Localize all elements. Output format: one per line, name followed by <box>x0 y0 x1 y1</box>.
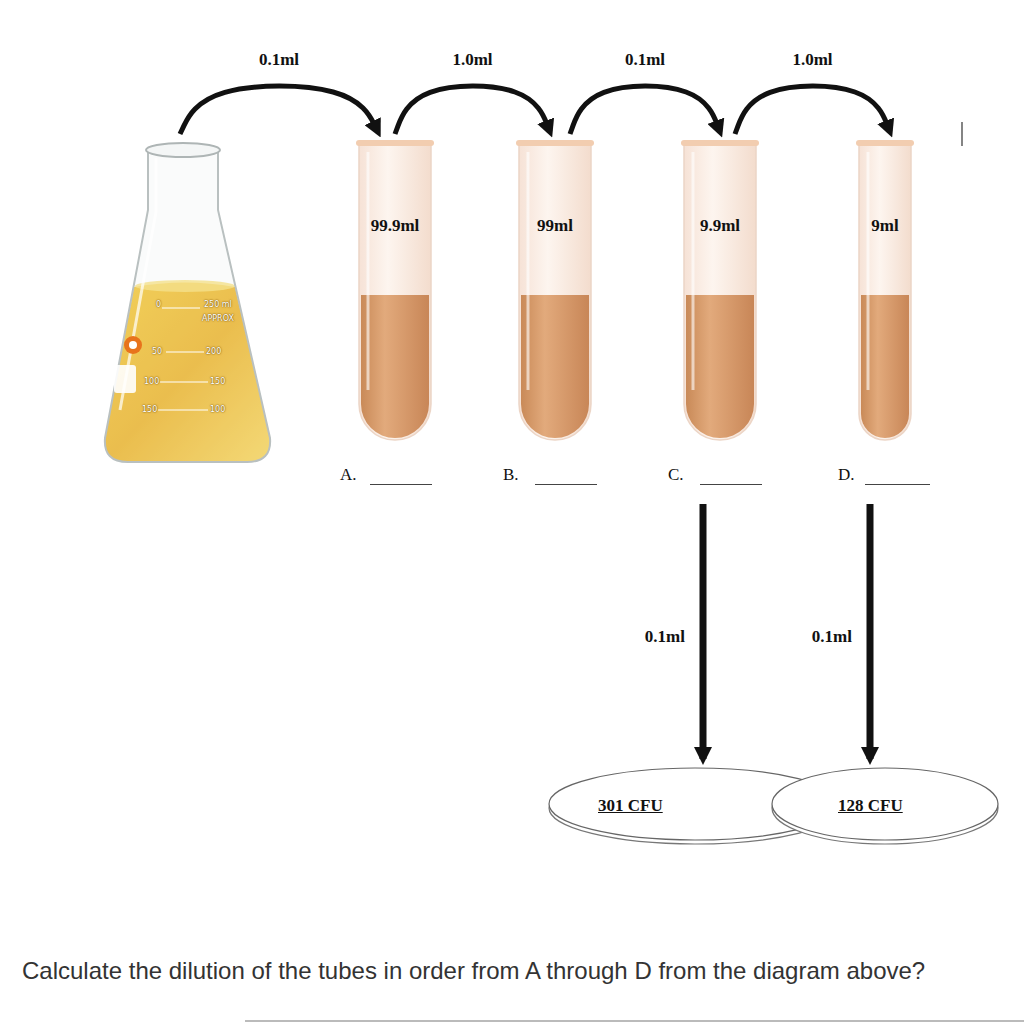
volume-transfer-label: 1.0ml <box>790 50 834 70</box>
transfer-arrow <box>735 86 890 134</box>
graduation-mark: 100 <box>210 405 225 414</box>
tube-outline <box>503 140 597 490</box>
transfer-arrow <box>180 86 378 134</box>
plating-arrow <box>700 504 707 759</box>
tube-outline <box>668 140 762 490</box>
flask-outline <box>100 140 275 465</box>
answer-blank <box>535 484 597 485</box>
flask: 0 250 ml APPROX 50 200 100 150 150 100 <box>100 140 275 465</box>
test-tube: 99.9mlA. <box>340 140 435 490</box>
volume-label: 9ml <box>855 216 915 236</box>
answer-blank <box>370 484 432 485</box>
volume-label: 99ml <box>515 216 595 236</box>
question-caption: Calculate the dilution of the tubes in o… <box>22 955 1007 987</box>
graduation-mark: 100 <box>144 377 159 386</box>
volume-transfer-label: 0.1ml <box>257 50 301 70</box>
tube-outline <box>838 140 930 490</box>
test-tube: 9.9mlC. <box>668 140 762 490</box>
graduation-mark: 250 ml <box>204 300 232 309</box>
tube-letter: A. <box>340 465 357 485</box>
colony-count: 301 CFU <box>598 796 663 816</box>
petri-plate: 128 CFU <box>770 765 1000 845</box>
tube-letter: B. <box>503 465 519 485</box>
tube-outline <box>340 140 435 490</box>
volume-transfer-label: 0.1ml <box>623 50 667 70</box>
stray-mark <box>961 122 962 146</box>
tube-letter: D. <box>838 465 855 485</box>
graduation-mark: 150 <box>142 405 157 414</box>
volume-transfer-label: 0.1ml <box>810 627 854 647</box>
test-tube: 99mlB. <box>503 140 597 490</box>
graduation-mark: 50 <box>152 347 162 356</box>
graduation-mark: 150 <box>210 377 225 386</box>
graduation-mark: 200 <box>206 347 221 356</box>
test-tube: 9mlD. <box>838 140 930 490</box>
volume-label: 9.9ml <box>680 216 760 236</box>
graduation-mark: 0 <box>156 300 161 309</box>
volume-transfer-label: 1.0ml <box>450 50 494 70</box>
answer-blank <box>865 484 930 485</box>
volume-transfer-label: 0.1ml <box>643 627 687 647</box>
colony-count: 128 CFU <box>838 796 903 816</box>
input-rule <box>245 1020 1024 1022</box>
plating-arrow <box>867 504 874 759</box>
volume-label: 99.9ml <box>355 216 435 236</box>
transfer-arrow <box>570 86 720 134</box>
graduation-mark: APPROX <box>202 314 234 323</box>
transfer-arrow <box>395 86 550 134</box>
tube-letter: C. <box>668 465 684 485</box>
answer-blank <box>700 484 762 485</box>
